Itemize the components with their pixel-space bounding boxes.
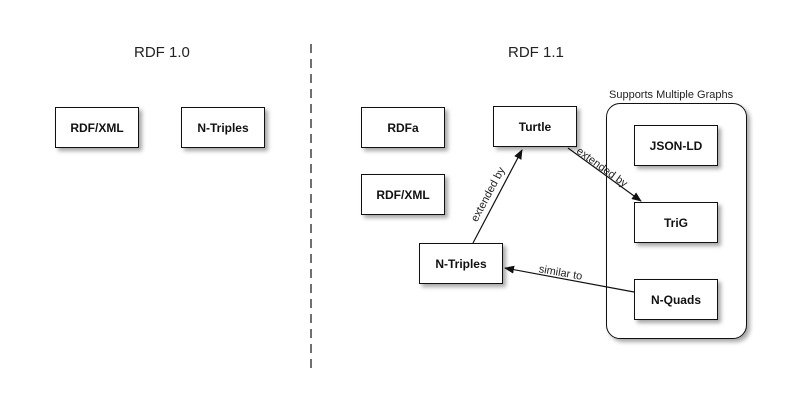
node-rdf11-rdfxml[interactable]: RDF/XML: [361, 174, 445, 215]
node-rdf10-rdfxml[interactable]: RDF/XML: [55, 107, 139, 148]
node-jsonld[interactable]: JSON-LD: [634, 125, 718, 166]
node-rdf10-ntriples[interactable]: N-Triples: [181, 107, 265, 148]
edge-label-turtle-trig: extended by: [574, 145, 630, 190]
rdf-1-0-title: RDF 1.0: [134, 44, 190, 61]
edge-turtle-trig: [567, 147, 642, 202]
edge-label-nquads-ntriples: similar to: [538, 263, 583, 282]
rdf-1-1-title: RDF 1.1: [508, 44, 564, 61]
edge-nquads-ntriples: [504, 265, 635, 293]
edge-ntriples-turtle: [472, 149, 523, 244]
node-rdf11-turtle[interactable]: Turtle: [493, 106, 577, 147]
multiple-graphs-group-label: Supports Multiple Graphs: [609, 89, 734, 101]
node-nquads[interactable]: N-Quads: [634, 279, 718, 320]
edge-label-ntriples-turtle: extended by: [469, 165, 508, 224]
node-trig[interactable]: TriG: [634, 202, 718, 243]
node-rdf11-ntriples[interactable]: N-Triples: [419, 243, 503, 284]
node-rdf11-rdfa[interactable]: RDFa: [361, 107, 445, 148]
